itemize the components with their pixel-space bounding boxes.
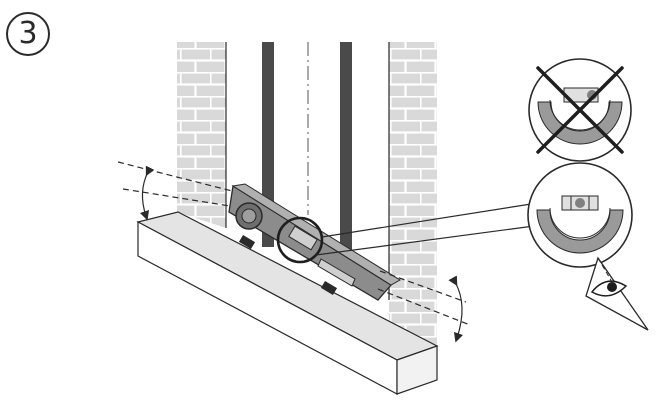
magnifier-circle xyxy=(276,216,324,264)
rotation-arrow-icon-right xyxy=(377,270,471,343)
eye-icon xyxy=(585,256,649,331)
rotation-arrow-icon xyxy=(117,161,233,221)
right-brick-wall xyxy=(388,42,437,346)
callout-leader-lines xyxy=(315,203,535,256)
cross-out-icon xyxy=(536,66,624,154)
window-sill xyxy=(136,211,439,395)
step-number-badge: 3 xyxy=(6,12,50,56)
left-brick-wall xyxy=(177,42,227,228)
incorrect-bubble-callout xyxy=(528,58,632,162)
bubble-vial-icon xyxy=(561,195,599,211)
correct-bubble-callout xyxy=(527,162,633,268)
step-number-label: 3 xyxy=(18,16,38,51)
frame-uprights xyxy=(262,42,352,252)
